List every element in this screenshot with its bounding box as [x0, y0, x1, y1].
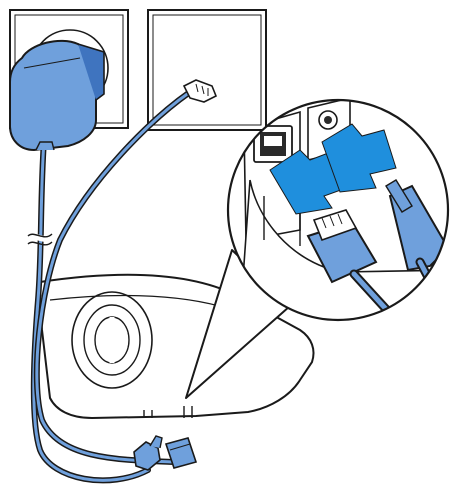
rj11-plug-icon: [164, 437, 198, 469]
insert-arrow-icon: [321, 123, 397, 193]
rj11-plug-icon: [182, 79, 218, 103]
charging-cradle-icon: [71, 291, 153, 389]
dc-plug-icon: [133, 435, 163, 471]
phone-port-icon: [253, 125, 293, 163]
phone-cable: [33, 89, 193, 465]
detail-callout: [185, 98, 450, 399]
power-adapter-icon: [9, 39, 105, 152]
cable-break-marks: [25, 233, 55, 246]
phone-wall-jack: [147, 9, 267, 131]
